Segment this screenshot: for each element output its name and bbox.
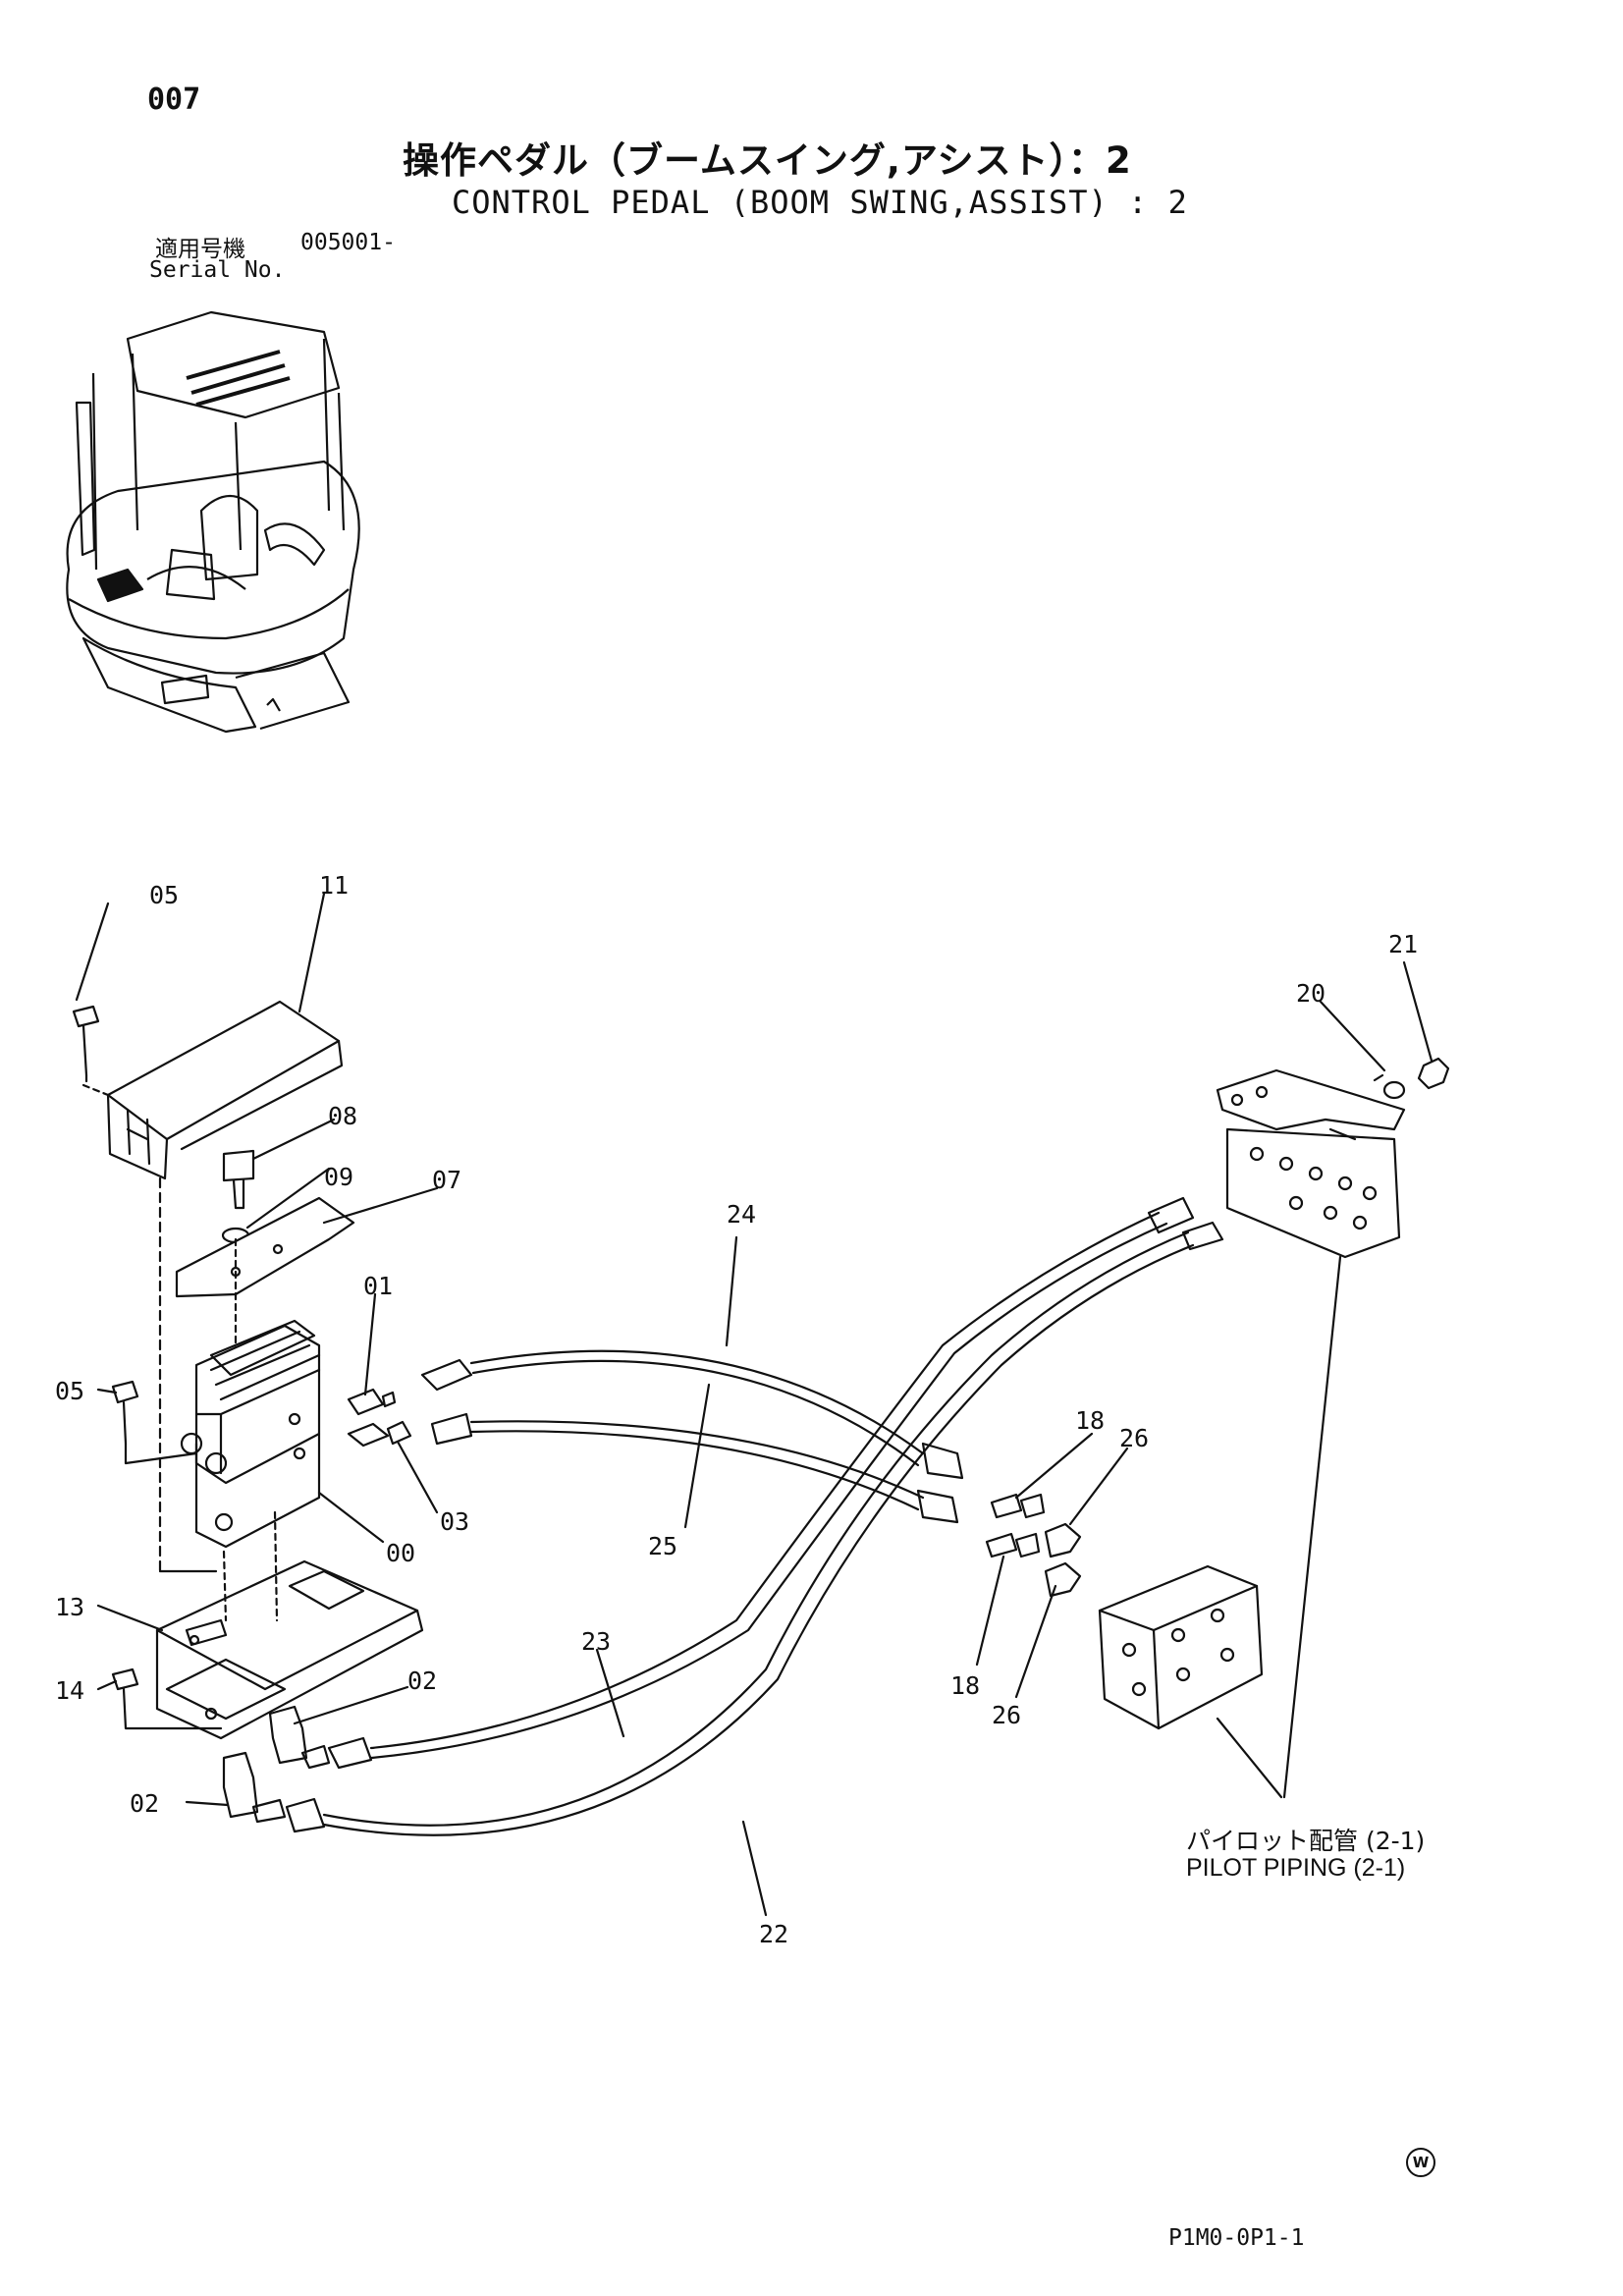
serial-label-japanese: 適用号機 xyxy=(155,237,245,262)
callout-09: 09 xyxy=(324,1163,353,1191)
w-mark-icon: W xyxy=(1406,2148,1435,2177)
callout-25: 25 xyxy=(648,1532,677,1560)
reference-note-japanese: パイロット配管 (2-1) xyxy=(1186,1827,1426,1855)
callout-07: 07 xyxy=(432,1166,461,1194)
callout-05b: 05 xyxy=(55,1377,84,1405)
reference-note-english: PILOT PIPING (2-1) xyxy=(1186,1854,1406,1882)
title-japanese: 操作ペダル（ブームスイング,アシスト）：2 xyxy=(403,139,1132,182)
callout-14: 14 xyxy=(55,1676,84,1705)
part-callouts: 05 11 08 09 07 01 05 03 00 13 14 02 02 2… xyxy=(55,871,1418,1948)
callout-24: 24 xyxy=(727,1200,756,1229)
callout-18b: 18 xyxy=(950,1671,980,1700)
serial-value: 005001- xyxy=(300,230,396,255)
title-english: CONTROL PEDAL (BOOM SWING,ASSIST) : 2 xyxy=(452,184,1188,221)
callout-23: 23 xyxy=(581,1627,611,1656)
callout-02: 02 xyxy=(407,1667,437,1695)
callout-22: 22 xyxy=(759,1920,788,1948)
callout-26b: 26 xyxy=(992,1701,1021,1729)
callout-21: 21 xyxy=(1388,930,1418,958)
callout-20: 20 xyxy=(1296,979,1325,1008)
callout-00: 00 xyxy=(386,1539,415,1567)
callout-08: 08 xyxy=(328,1102,357,1130)
callout-11: 11 xyxy=(319,871,349,900)
callout-26: 26 xyxy=(1119,1424,1149,1452)
page-number: 007 xyxy=(147,82,201,117)
drawing-number: P1M0-0P1-1 xyxy=(1168,2225,1305,2251)
serial-label-english: Serial No. xyxy=(149,257,286,283)
callout-01: 01 xyxy=(363,1272,393,1300)
callout-02b: 02 xyxy=(130,1789,159,1818)
callout-13: 13 xyxy=(55,1593,84,1621)
callout-05: 05 xyxy=(149,881,179,909)
callout-18: 18 xyxy=(1075,1406,1105,1435)
callout-03: 03 xyxy=(440,1507,469,1536)
